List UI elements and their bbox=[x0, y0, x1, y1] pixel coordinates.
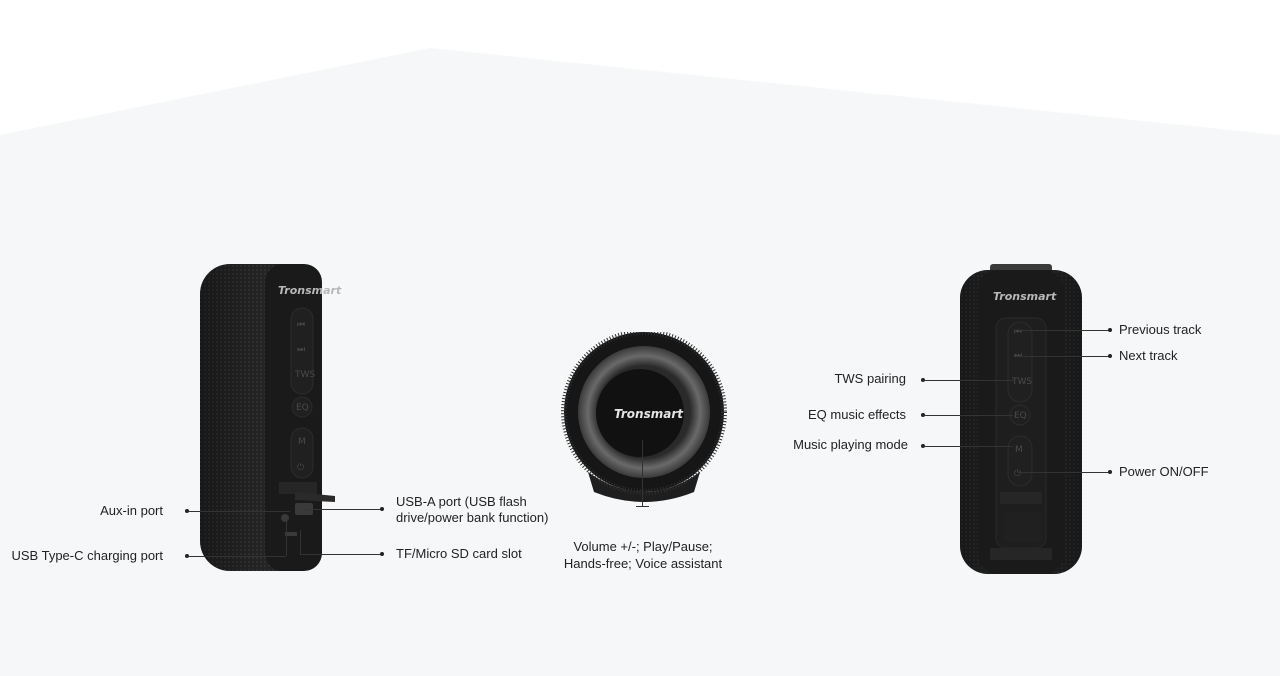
mode-icon: M bbox=[1015, 445, 1023, 455]
usb-c-port bbox=[281, 514, 289, 522]
callout-line bbox=[923, 446, 1013, 447]
callout-dot bbox=[380, 552, 384, 556]
callout-line bbox=[923, 380, 1015, 381]
callout-line bbox=[300, 530, 301, 554]
brand-logo: Tronsmart bbox=[614, 407, 684, 421]
brand-logo: Tronsmart bbox=[993, 290, 1057, 303]
callout-knob-line2: Hands-free; Voice assistant bbox=[563, 556, 723, 571]
eq-icon: EQ bbox=[296, 403, 309, 413]
control-strip bbox=[265, 264, 322, 571]
callout-dot bbox=[380, 507, 384, 511]
power-icon: ⏻ bbox=[297, 462, 304, 473]
callout-line bbox=[300, 554, 382, 555]
certification-marks bbox=[990, 548, 1052, 560]
prev-icon: ⏮ bbox=[1014, 327, 1022, 337]
right-speaker-front-view: Tronsmart ⏮ ⏭ TWS EQ M ⏻ bbox=[960, 264, 1082, 574]
callout-usb-a-line2: drive/power bank function) bbox=[396, 510, 549, 525]
callout-knob-line1: Volume +/-; Play/Pause; bbox=[573, 539, 713, 554]
callout-aux-in: Aux-in port bbox=[100, 503, 163, 518]
callout-line bbox=[1018, 330, 1110, 331]
callout-tws-pairing: TWS pairing bbox=[834, 371, 906, 386]
callout-usb-a-line1: USB-A port (USB flash bbox=[396, 494, 527, 509]
callout-next-track: Next track bbox=[1119, 348, 1178, 363]
callout-line bbox=[642, 440, 643, 506]
callout-tf-slot: TF/Micro SD card slot bbox=[396, 546, 522, 561]
callout-line bbox=[1018, 356, 1110, 357]
callout-line bbox=[187, 556, 286, 557]
prev-icon: ⏮ bbox=[297, 320, 305, 330]
left-speaker-side-view: Tronsmart ⏮ ⏭ TWS EQ M ⏻ bbox=[200, 264, 342, 571]
tws-icon: TWS bbox=[1011, 377, 1032, 387]
power-icon: ⏻ bbox=[1014, 468, 1021, 479]
callout-eq-effects: EQ music effects bbox=[807, 407, 906, 422]
center-speaker-top-view: Tronsmart bbox=[561, 332, 727, 502]
callout-dot bbox=[1108, 470, 1112, 474]
callout-dot bbox=[1108, 328, 1112, 332]
callout-play-mode: Music playing mode bbox=[793, 437, 908, 452]
callout-dot bbox=[1108, 354, 1112, 358]
brand-logo: Tronsmart bbox=[278, 284, 342, 297]
callout-line bbox=[923, 415, 1013, 416]
port-cover bbox=[295, 492, 335, 502]
callout-previous-track: Previous track bbox=[1119, 322, 1202, 337]
eq-icon: EQ bbox=[1014, 411, 1027, 421]
callout-tick bbox=[636, 506, 649, 507]
next-icon: ⏭ bbox=[297, 345, 305, 355]
callout-line bbox=[187, 511, 290, 512]
callout-usb-c: USB Type-C charging port bbox=[11, 548, 164, 563]
tws-icon: TWS bbox=[294, 370, 315, 380]
mode-icon: M bbox=[298, 437, 306, 447]
callout-line bbox=[306, 509, 382, 510]
aux-port bbox=[285, 532, 297, 536]
control-knob bbox=[596, 369, 684, 457]
callout-power: Power ON/OFF bbox=[1119, 464, 1209, 479]
usb-a-port bbox=[295, 503, 313, 515]
callout-line bbox=[1018, 472, 1110, 473]
callout-line bbox=[286, 520, 287, 556]
